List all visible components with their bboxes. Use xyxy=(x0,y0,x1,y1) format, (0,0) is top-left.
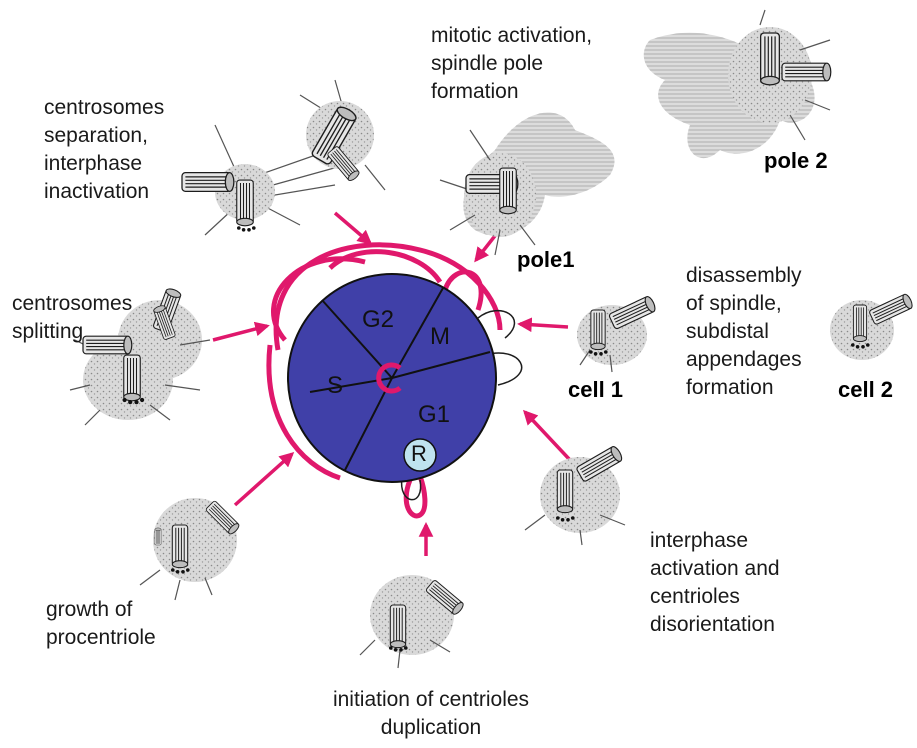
centrosome-pole2 xyxy=(644,10,831,158)
centrosome-cell2 xyxy=(830,293,914,360)
centrosome-initiation xyxy=(360,575,465,668)
label-growth: growth of procentriole xyxy=(46,596,156,652)
marker-cell1: cell 1 xyxy=(568,376,623,404)
label-mitotic-activation: mitotic activation, spindle pole formati… xyxy=(431,22,592,106)
centrosome-pole1 xyxy=(440,113,615,255)
centrosome-cell1 xyxy=(577,295,657,372)
phase-label-g2: G2 xyxy=(362,306,394,334)
marker-cell2: cell 2 xyxy=(838,376,893,404)
label-initiation: initiation of centrioles duplication xyxy=(300,686,562,742)
marker-pole2: pole 2 xyxy=(764,147,828,175)
centrosome-interphase-activation xyxy=(525,445,625,545)
phase-label-s: S xyxy=(327,372,343,400)
label-separation: centrosomes separation, interphase inact… xyxy=(44,94,164,206)
marker-pole1: pole1 xyxy=(517,246,574,274)
centrosome-separation xyxy=(182,80,385,235)
label-disassembly: disassembly of spindle, subdistal append… xyxy=(686,262,802,402)
phase-label-g1: G1 xyxy=(418,401,450,429)
restriction-point-label: R xyxy=(411,441,427,467)
label-splitting: centrosomes splitting xyxy=(12,290,132,346)
cell-cycle-wheel xyxy=(269,245,522,516)
label-interphase-activation: interphase activation and centrioles dis… xyxy=(650,527,780,639)
phase-label-m: M xyxy=(430,323,450,351)
centrosome-growth xyxy=(140,498,241,600)
